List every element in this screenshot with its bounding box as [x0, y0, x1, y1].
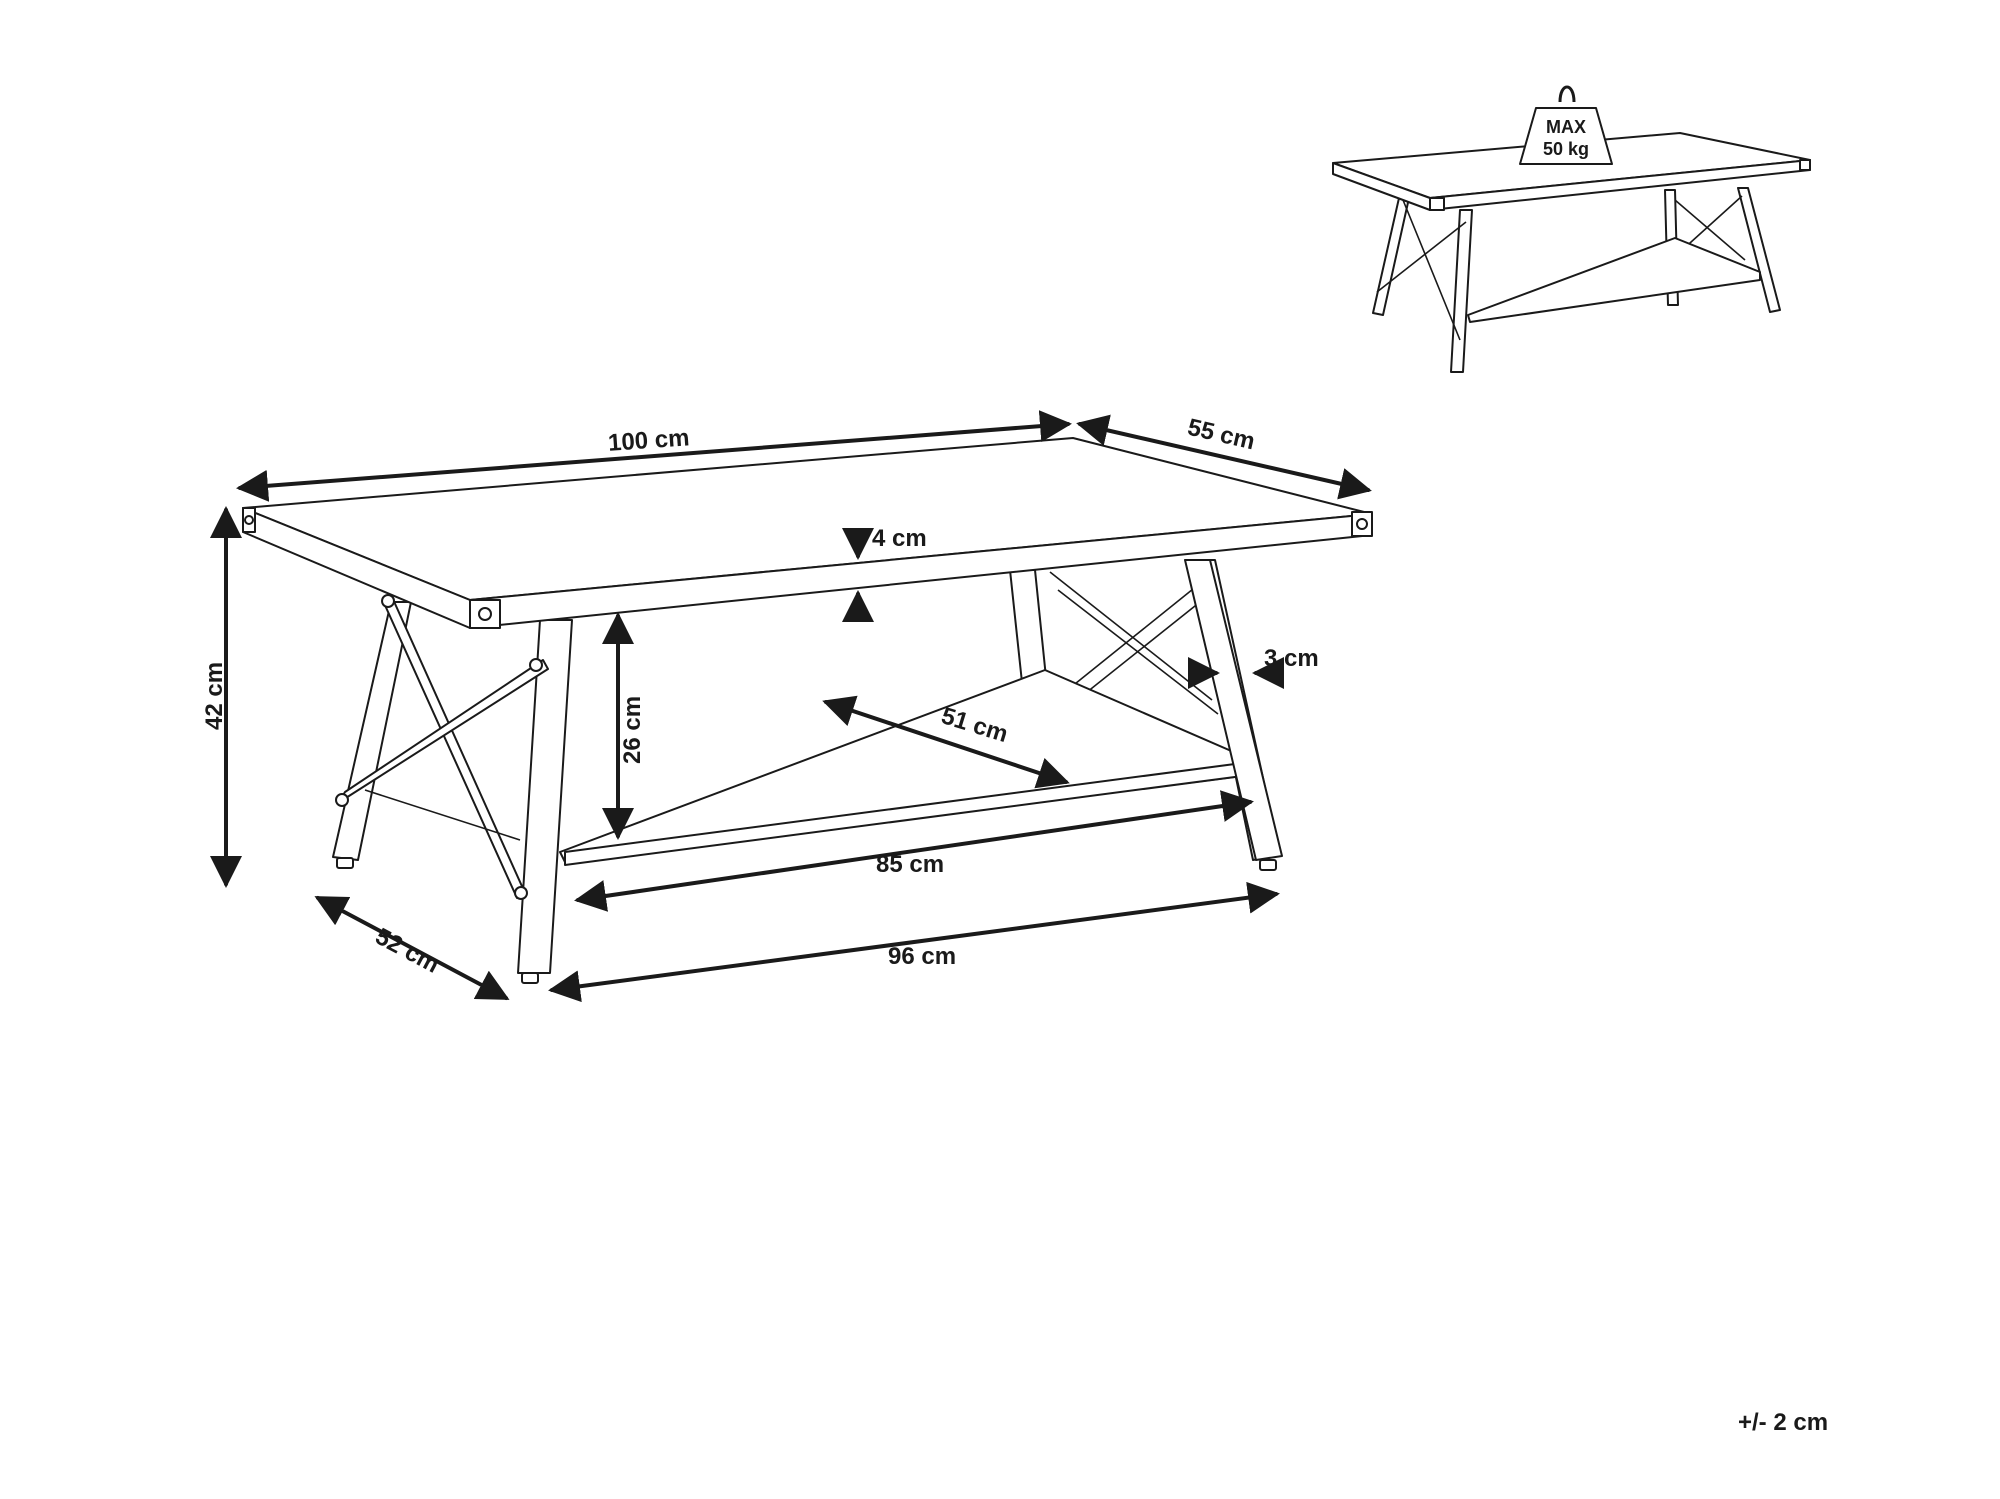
weight-badge-line2: 50 kg — [1543, 139, 1589, 159]
dim-label-base-length: 96 cm — [888, 943, 956, 970]
weight-badge-line1: MAX — [1546, 117, 1586, 137]
dim-label-leg-width: 3 cm — [1264, 645, 1319, 672]
dim-label-total-height: 42 cm — [201, 662, 228, 730]
tolerance-note: +/- 2 cm — [1738, 1409, 1828, 1436]
coffee-table-thumbnail — [1332, 132, 1811, 373]
dim-label-top-length: 100 cm — [607, 424, 690, 457]
dim-label-top-thickness: 4 cm — [872, 525, 927, 552]
dimension-lines — [210, 410, 1372, 1003]
dim-label-shelf-length: 85 cm — [876, 851, 944, 878]
coffee-table-drawing — [242, 437, 1373, 984]
dim-label-shelf-clearance: 26 cm — [619, 696, 646, 764]
weight-icon — [1519, 85, 1613, 165]
dim-label-base-depth: 52 cm — [371, 923, 444, 979]
